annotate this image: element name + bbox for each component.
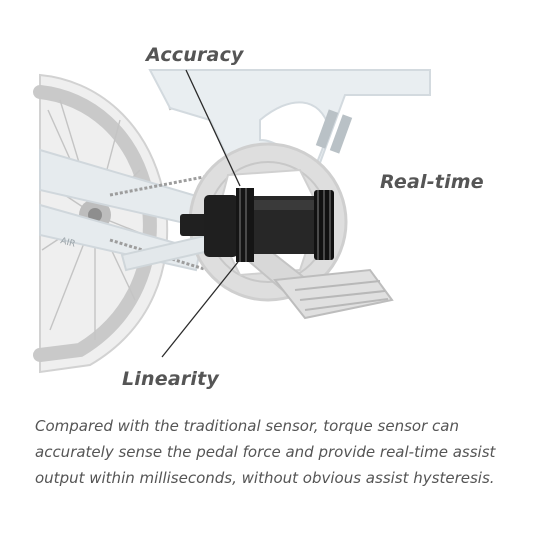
accuracy-label: Accuracy [146, 44, 244, 66]
caption-line: Compared with the traditional sensor, to… [35, 417, 459, 435]
torque-sensor [180, 188, 334, 262]
feature-description: Compared with the traditional sensor, to… [35, 413, 525, 491]
linearity-label: Linearity [122, 368, 220, 390]
caption-line: accurately sense the pedal force and pro… [35, 443, 496, 461]
callout-lines [161, 69, 241, 358]
bike-torque-sensor-illustration: AIR [33, 69, 431, 374]
frame-brand-text: AIR [59, 236, 76, 250]
linearity-callout-line [161, 261, 239, 358]
accuracy-callout-line [185, 69, 241, 187]
realtime-label: Real-time [380, 171, 484, 193]
caption-line: output within milliseconds, without obvi… [35, 469, 495, 487]
